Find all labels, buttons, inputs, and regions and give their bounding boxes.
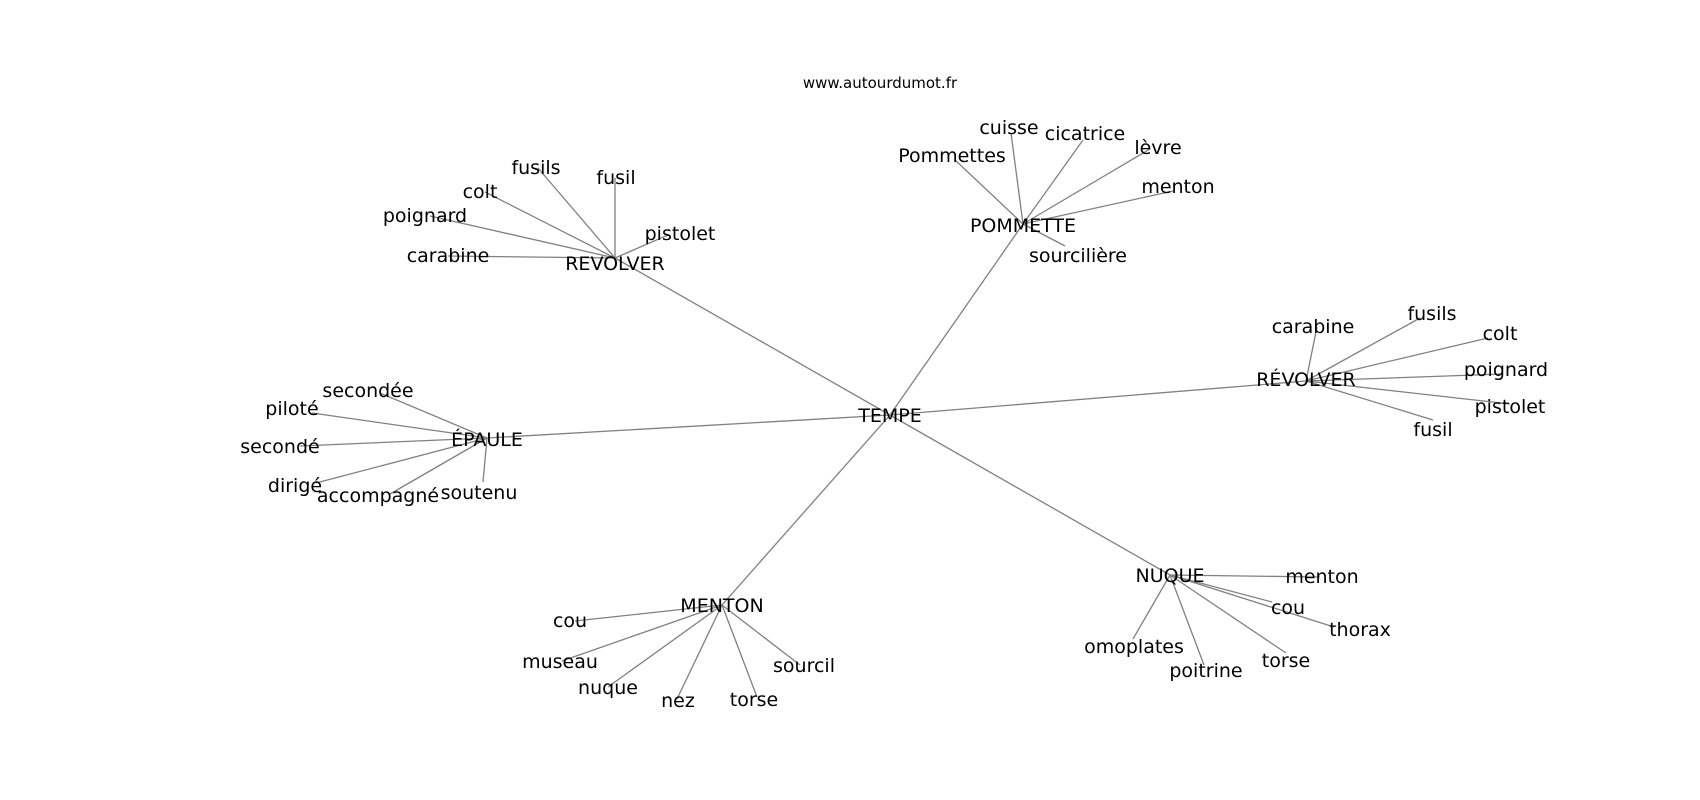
hub-node-epaule: ÉPAULE	[451, 428, 523, 451]
edge-menton-to-cou	[574, 604, 723, 622]
word-node-nuque-torse: torse	[1262, 650, 1310, 672]
edge-pommette-to-cicatrice	[1022, 139, 1084, 225]
edge-epaule-to-pilote	[311, 412, 488, 439]
word-node-nuque-menton: menton	[1285, 566, 1358, 588]
edge-nuque-to-menton	[1169, 574, 1321, 578]
edge-center-to-menton	[721, 414, 891, 606]
word-node-menton-nuque: nuque	[578, 677, 638, 699]
word-node-nuque-thorax: thorax	[1329, 619, 1391, 641]
source-label: www.autourdumot.fr	[803, 74, 958, 92]
word-node-revolver-fusil: fusil	[596, 167, 635, 189]
edge-pommette-to-cuisse	[1010, 132, 1024, 225]
word-node-pommette-levre: lèvre	[1134, 137, 1181, 159]
word-node-menton-museau: museau	[522, 651, 598, 673]
word-node-revolver-carabine: carabine	[407, 245, 490, 267]
edge-revolver-to-fusils	[537, 167, 616, 259]
word-node-revolver-fusils: fusils	[511, 157, 560, 179]
edge-revolver-to-pistolet	[1305, 380, 1511, 405]
edge-nuque-to-omoplates	[1132, 574, 1171, 640]
word-node-epaule-seconde: secondé	[240, 436, 319, 458]
word-node-epaule-secondee: secondée	[322, 380, 413, 402]
edge-nuque-to-cou	[1169, 574, 1273, 603]
edge-revolver-to-poignard	[1305, 373, 1504, 382]
edge-revolver-to-carabine	[447, 255, 616, 259]
edge-revolver-to-pistolet	[614, 234, 669, 259]
edge-menton-to-torse	[721, 604, 758, 698]
word-node-menton-torse: torse	[730, 689, 778, 711]
edge-revolver-to-fusils	[1305, 317, 1421, 382]
edge-menton-to-sourcil	[721, 604, 801, 666]
hub-node-nuque: NUQUE	[1136, 565, 1205, 587]
graph-edges	[299, 132, 1511, 700]
word-node-pommette-pommettes: Pommettes	[898, 145, 1006, 167]
edge-pommette-to-pommettes	[954, 159, 1024, 225]
word-node-revolver-pistolet: pistolet	[645, 223, 716, 245]
edge-epaule-to-secondee	[379, 392, 488, 439]
word-node-nuque-omoplates: omoplates	[1084, 636, 1184, 658]
edge-nuque-to-thorax	[1169, 574, 1335, 628]
word-node-pommette-sourciliere: sourcilière	[1029, 245, 1127, 267]
word-node-revolver-poignard: poignard	[1464, 359, 1548, 381]
edge-center-to-epaule	[486, 414, 891, 439]
edge-pommette-to-sourciliere	[1022, 223, 1066, 247]
word-node-epaule-pilote: piloté	[265, 398, 318, 420]
word-node-menton-nez: nez	[661, 690, 695, 712]
edge-menton-to-museau	[561, 604, 723, 662]
edge-center-to-revolver	[889, 380, 1307, 416]
word-node-revolver-colt: colt	[1483, 323, 1518, 345]
edge-revolver-to-fusil	[1305, 380, 1434, 421]
edge-pommette-to-menton	[1022, 190, 1174, 225]
hub-node-revolver: RÉVOLVER	[1256, 368, 1356, 391]
word-node-epaule-accompagne: accompagné	[317, 485, 439, 507]
word-node-menton-sourcil: sourcil	[773, 655, 835, 677]
word-node-epaule-soutenu: soutenu	[441, 482, 518, 504]
word-node-revolver-poignard: poignard	[383, 205, 467, 227]
hub-node-menton: MENTON	[680, 595, 763, 617]
edge-center-to-pommette	[889, 223, 1024, 416]
edge-epaule-to-seconde	[299, 437, 488, 447]
edge-center-to-nuque	[889, 414, 1171, 576]
edge-revolver-to-poignard	[429, 215, 616, 259]
word-node-nuque-poitrine: poitrine	[1169, 660, 1242, 682]
center-node-label: TEMPE	[857, 405, 921, 427]
edge-menton-to-nez	[676, 604, 723, 700]
edge-revolver-to-colt	[1305, 337, 1489, 382]
hub-node-revolver: REVOLVER	[565, 253, 665, 275]
word-node-revolver-fusil: fusil	[1413, 419, 1452, 441]
word-node-menton-cou: cou	[553, 610, 587, 632]
word-node-nuque-cou: cou	[1271, 597, 1305, 619]
word-node-revolver-carabine: carabine	[1272, 316, 1355, 338]
edge-center-to-revolver	[614, 257, 891, 416]
word-node-pommette-cuisse: cuisse	[979, 117, 1038, 139]
edge-menton-to-nuque	[607, 604, 723, 688]
word-node-revolver-colt: colt	[463, 181, 498, 203]
edge-revolver-to-colt	[484, 191, 616, 259]
edge-epaule-to-dirige	[315, 437, 488, 484]
edge-nuque-to-poitrine	[1169, 574, 1205, 666]
word-node-epaule-dirige: dirigé	[268, 475, 322, 497]
edge-nuque-to-torse	[1169, 574, 1287, 654]
edge-epaule-to-accompagne	[389, 437, 488, 495]
word-node-revolver-fusils: fusils	[1407, 303, 1456, 325]
edge-pommette-to-levre	[1022, 148, 1151, 225]
graph-labels: www.autourdumot.fr TEMPE REVOLVER carabine…	[240, 74, 1548, 712]
edge-revolver-to-carabine	[1305, 326, 1318, 382]
word-node-pommette-menton: menton	[1141, 176, 1214, 198]
hub-node-pommette: POMMETTE	[970, 215, 1076, 237]
edge-epaule-to-soutenu	[482, 437, 488, 483]
word-node-pommette-cicatrice: cicatrice	[1045, 123, 1126, 145]
word-node-revolver-pistolet: pistolet	[1475, 396, 1546, 418]
